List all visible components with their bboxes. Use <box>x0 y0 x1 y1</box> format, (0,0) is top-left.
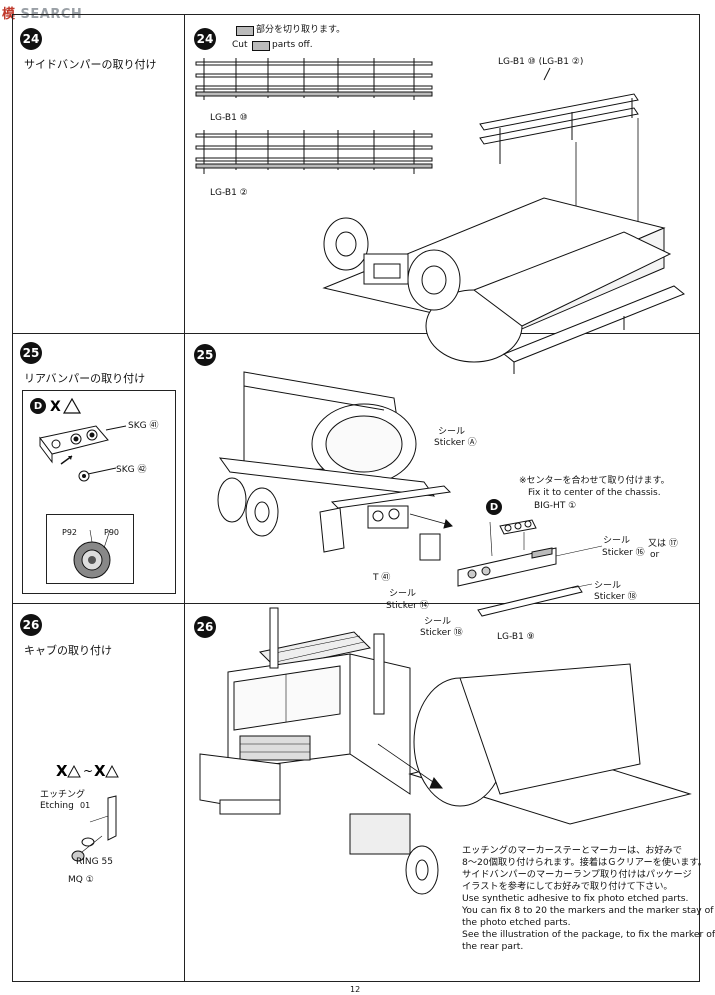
sticker-16-en: Sticker ⑯ <box>602 548 645 558</box>
cut-note-en-b: parts off. <box>272 40 313 50</box>
step-26-cab-illustration <box>199 607 692 895</box>
step-24-badge: 24 <box>194 28 216 50</box>
cut-note-jp: 部分を切り取ります。 <box>256 25 346 35</box>
right-divider-2 <box>184 603 700 604</box>
ring-part: RING 55 <box>76 857 113 867</box>
right-column-frame <box>184 14 700 982</box>
part-skg82: SKG ㊷ <box>116 465 147 475</box>
paint-code-2: P90 <box>104 528 120 537</box>
glue-range-icon: X ~ X <box>56 762 119 780</box>
step-26-badge: 26 <box>194 616 216 638</box>
bumper-bracket-illustration <box>39 425 127 482</box>
etching-en: Etching <box>40 801 74 811</box>
detail-d-mark: D <box>30 398 46 414</box>
sticker-18a-jp: シール <box>594 581 622 591</box>
step-26-note-5: Use synthetic adhesive to fix photo etch… <box>462 893 689 904</box>
rear-bumper-detail-box <box>22 390 176 594</box>
big-ht-label: BIG-HT ① <box>534 501 577 511</box>
sticker-14-en: Sticker ⑭ <box>386 601 429 611</box>
cut-note-en-a: Cut <box>232 40 248 50</box>
lg-b1-right-label: LG-B1 ⑩ (LG-B1 ②) <box>498 57 584 67</box>
step-25-badge: 25 <box>194 344 216 366</box>
lg-b1-10-label: LG-B1 ⑩ <box>210 113 248 123</box>
paint-detail-box <box>46 514 134 584</box>
left-step-24-title: サイドバンパーの取り付け <box>24 58 157 71</box>
rear-bumper-parts-illustration <box>457 519 603 617</box>
step-25-d-mark: D <box>486 499 502 515</box>
step-26-note-7: the photo etched parts. <box>462 917 571 928</box>
left-step-25-badge: 25 <box>20 342 42 364</box>
cut-swatch-2 <box>252 41 270 51</box>
sticker-16-jp: シール <box>603 536 631 546</box>
side-bumper-rail-bottom <box>195 130 433 174</box>
step-26-note-4: イラストを参考にしてお好みで取り付けて下さい。 <box>462 881 673 892</box>
page-number: 12 <box>350 985 361 994</box>
left-step-26-title: キャブの取り付け <box>24 644 112 657</box>
left-step-24-badge: 24 <box>20 28 42 50</box>
part-skg81: SKG ㊶ <box>128 421 159 431</box>
sticker-14-jp: シール <box>389 589 417 599</box>
sticker-a-jp: シール <box>438 427 466 437</box>
marker-stay-illustration <box>71 795 117 862</box>
step-26-note-1: エッチングのマーカーステーとマーカーは、お好みで <box>462 845 683 856</box>
center-note-en: Fix it to center of the chassis. <box>528 488 661 498</box>
step-24-chassis-illustration <box>322 67 685 374</box>
paint-code-1: P92 <box>62 528 78 537</box>
sticker-18b-en: Sticker ⑱ <box>420 628 463 638</box>
step-26-note-8: See the illustration of the package, to … <box>462 929 715 940</box>
sticker-18b-jp: シール <box>424 617 452 627</box>
cut-swatch <box>236 26 254 36</box>
left-step-26-badge: 26 <box>20 614 42 636</box>
lg-b1-9-label: LG-B1 ⑨ <box>497 632 535 642</box>
no-glue-icon: X <box>50 397 82 415</box>
lg-b1-2-label: LG-B1 ② <box>210 188 248 198</box>
svg-text:X: X <box>50 399 61 415</box>
step-26-note-3: サイドバンパーのマーカーランプ取り付けはパッケージ <box>462 869 692 880</box>
step-26-note-2: 8～20個取り付けられます。接着はＧクリアーを使います。 <box>462 857 707 868</box>
step-25-tanker-rear-illustration <box>217 371 453 561</box>
sticker-a-en: Sticker Ⓐ <box>434 438 477 448</box>
watermark-glyphs: 模 <box>2 7 16 22</box>
t41-label: T ㊶ <box>373 573 391 583</box>
step-26-note-6: You can fix 8 to 20 the markers and the … <box>462 905 714 916</box>
sticker-18a-en: Sticker ⑱ <box>594 592 637 602</box>
etching-num: 01 <box>80 801 91 810</box>
mq-part: MQ ① <box>68 875 94 885</box>
svg-text:X: X <box>94 762 106 780</box>
center-note-jp: ※センターを合わせて取り付けます。 <box>519 476 670 486</box>
sticker-16-or-jp: 又は ⑰ <box>648 539 678 549</box>
step-26-note-9: the rear part. <box>462 941 524 952</box>
left-divider-1 <box>12 333 185 334</box>
etching-jp: エッチング <box>40 790 86 800</box>
side-bumper-rail-top <box>195 58 433 100</box>
wheel-hub-illustration <box>73 529 111 579</box>
svg-text:~: ~ <box>83 764 93 778</box>
left-step-25-title: リアバンパーの取り付け <box>24 372 146 385</box>
left-divider-2 <box>12 603 185 604</box>
sticker-16-or-en: or <box>650 550 660 560</box>
svg-text:X: X <box>56 762 68 780</box>
